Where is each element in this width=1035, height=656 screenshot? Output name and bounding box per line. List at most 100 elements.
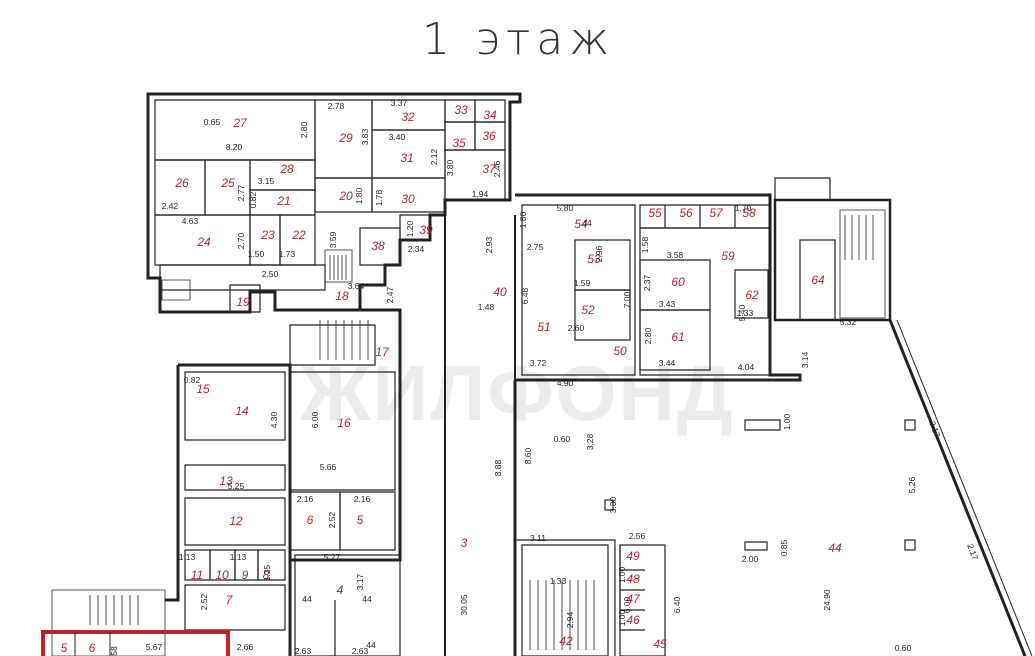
room-number-23: 23 — [260, 228, 275, 242]
dimension-label: 1.78 — [374, 189, 384, 206]
room-number-5: 5 — [357, 513, 364, 527]
room-number-24: 24 — [196, 235, 211, 249]
dimension-label: 1.70 — [735, 203, 752, 213]
dimension-label: 2.42 — [162, 201, 179, 211]
room-number-29: 29 — [338, 131, 353, 145]
room-number-5: 5 — [61, 641, 68, 655]
room-number-6: 6 — [307, 513, 314, 527]
dimension-label: 2.78 — [328, 101, 345, 111]
room-number-6: 6 — [89, 641, 96, 655]
room-number-51: 51 — [537, 320, 550, 334]
dimension-label: 2.52 — [327, 511, 337, 528]
dimension-label: 3.11 — [530, 533, 546, 543]
dimension-label: 58 — [109, 646, 119, 656]
room-number-9: 9 — [242, 568, 249, 582]
room-number-61: 61 — [671, 330, 684, 344]
room-number-53: 53 — [587, 252, 601, 266]
dimension-label: 2.16 — [354, 494, 371, 504]
dimension-label: 1.35 — [262, 564, 272, 581]
dimension-label: 3.40 — [389, 132, 406, 142]
dimension-label: 2.56 — [629, 531, 646, 541]
dimension-label: 2.37 — [642, 274, 652, 291]
dimension-label: 2.17 — [927, 419, 942, 438]
dimension-label: 1.00 — [617, 566, 627, 583]
dimension-label: 3.44 — [659, 358, 676, 368]
dimension-label: 4.63 — [182, 216, 199, 226]
room-number-8: 8 — [263, 568, 270, 582]
dimension-label: 2.66 — [237, 642, 254, 652]
dimension-label: 24.90 — [822, 589, 832, 611]
room-number-58: 58 — [742, 206, 756, 220]
dimension-label: 2.16 — [297, 494, 314, 504]
room-number-11: 11 — [191, 568, 203, 582]
dimension-label: 1.48 — [478, 302, 495, 312]
room-number-25: 25 — [220, 176, 235, 190]
room-number-49: 49 — [626, 549, 640, 563]
room-number-36: 36 — [482, 129, 496, 143]
room-number-64: 64 — [811, 273, 825, 287]
dimension-label: 44 — [366, 640, 376, 650]
dimension-label: 0.82 — [248, 191, 258, 208]
room-number-47: 47 — [626, 592, 641, 606]
room-number-35: 35 — [452, 136, 466, 150]
dimension-label: 6.00 — [622, 596, 632, 613]
room-number-10: 10 — [215, 568, 229, 582]
room-number-62: 62 — [745, 288, 759, 302]
room-number-37: 37 — [482, 162, 497, 176]
dimension-label: 0.60 — [554, 434, 571, 444]
room-number-38: 38 — [371, 239, 385, 253]
dimension-label: 3.30 — [608, 496, 618, 513]
dimension-label: 44 — [582, 218, 592, 228]
dimension-label: 5.26 — [907, 476, 917, 493]
dimension-label: 44 — [362, 594, 372, 604]
dimension-label: 5.25 — [228, 481, 245, 491]
dimension-label: 30.05 — [459, 594, 469, 616]
dimension-label: 0.85 — [779, 539, 789, 556]
room-number-59: 59 — [721, 249, 735, 263]
dimension-label: 5.80 — [557, 203, 574, 213]
dimension-label: 1.00 — [782, 413, 792, 430]
dimension-label: 1.50 — [248, 249, 265, 259]
room-number-15: 15 — [196, 382, 210, 396]
room-number-60: 60 — [671, 275, 685, 289]
dimension-label: 2.00 — [742, 554, 759, 564]
room-number-3: 3 — [461, 536, 468, 550]
dimension-label: 4.30 — [269, 411, 279, 428]
dimension-label: 4.90 — [557, 378, 574, 388]
dimension-label: 8.60 — [523, 447, 533, 464]
dimension-label: 1.20 — [405, 220, 415, 237]
room-number-27: 27 — [232, 116, 248, 130]
dimension-label: 3.83 — [360, 128, 370, 145]
room-number-40: 40 — [493, 285, 507, 299]
room-number-28: 28 — [279, 162, 294, 176]
room-number-50: 50 — [613, 344, 627, 358]
dimension-label: 2.60 — [568, 323, 585, 333]
room-number-22: 22 — [291, 228, 306, 242]
dimension-label: 4.04 — [738, 362, 755, 372]
room-number-14: 14 — [235, 404, 249, 418]
dimension-label: 6.48 — [520, 287, 530, 304]
dimension-label: 6.00 — [310, 411, 320, 428]
dimension-label: 2.63 — [295, 646, 312, 656]
dimension-label: 3.72 — [530, 358, 547, 368]
dimension-label: 2.52 — [199, 593, 209, 610]
dimension-label: 2.46 — [492, 160, 502, 177]
dimension-label: 2.34 — [408, 244, 425, 254]
room-number-26: 26 — [174, 176, 189, 190]
dimension-label: 3.64 — [348, 281, 365, 291]
room-number-33: 33 — [454, 103, 468, 117]
dimension-label: 3.43 — [659, 299, 676, 309]
dimension-label: 44 — [302, 594, 312, 604]
dimension-label: 1.80 — [354, 187, 364, 204]
dimension-label: 8.88 — [493, 459, 503, 476]
dimension-label: 1.73 — [279, 249, 296, 259]
room-number-4: 4 — [337, 583, 344, 597]
room-number-34: 34 — [483, 108, 497, 122]
room-number-39: 39 — [419, 223, 433, 237]
dimension-label: 5.67 — [146, 642, 163, 652]
dimension-label: 2.80 — [643, 327, 653, 344]
dimension-label: 1.33 — [550, 576, 567, 586]
dimension-label: 3.58 — [667, 250, 684, 260]
dimension-label: 1.59 — [574, 278, 591, 288]
